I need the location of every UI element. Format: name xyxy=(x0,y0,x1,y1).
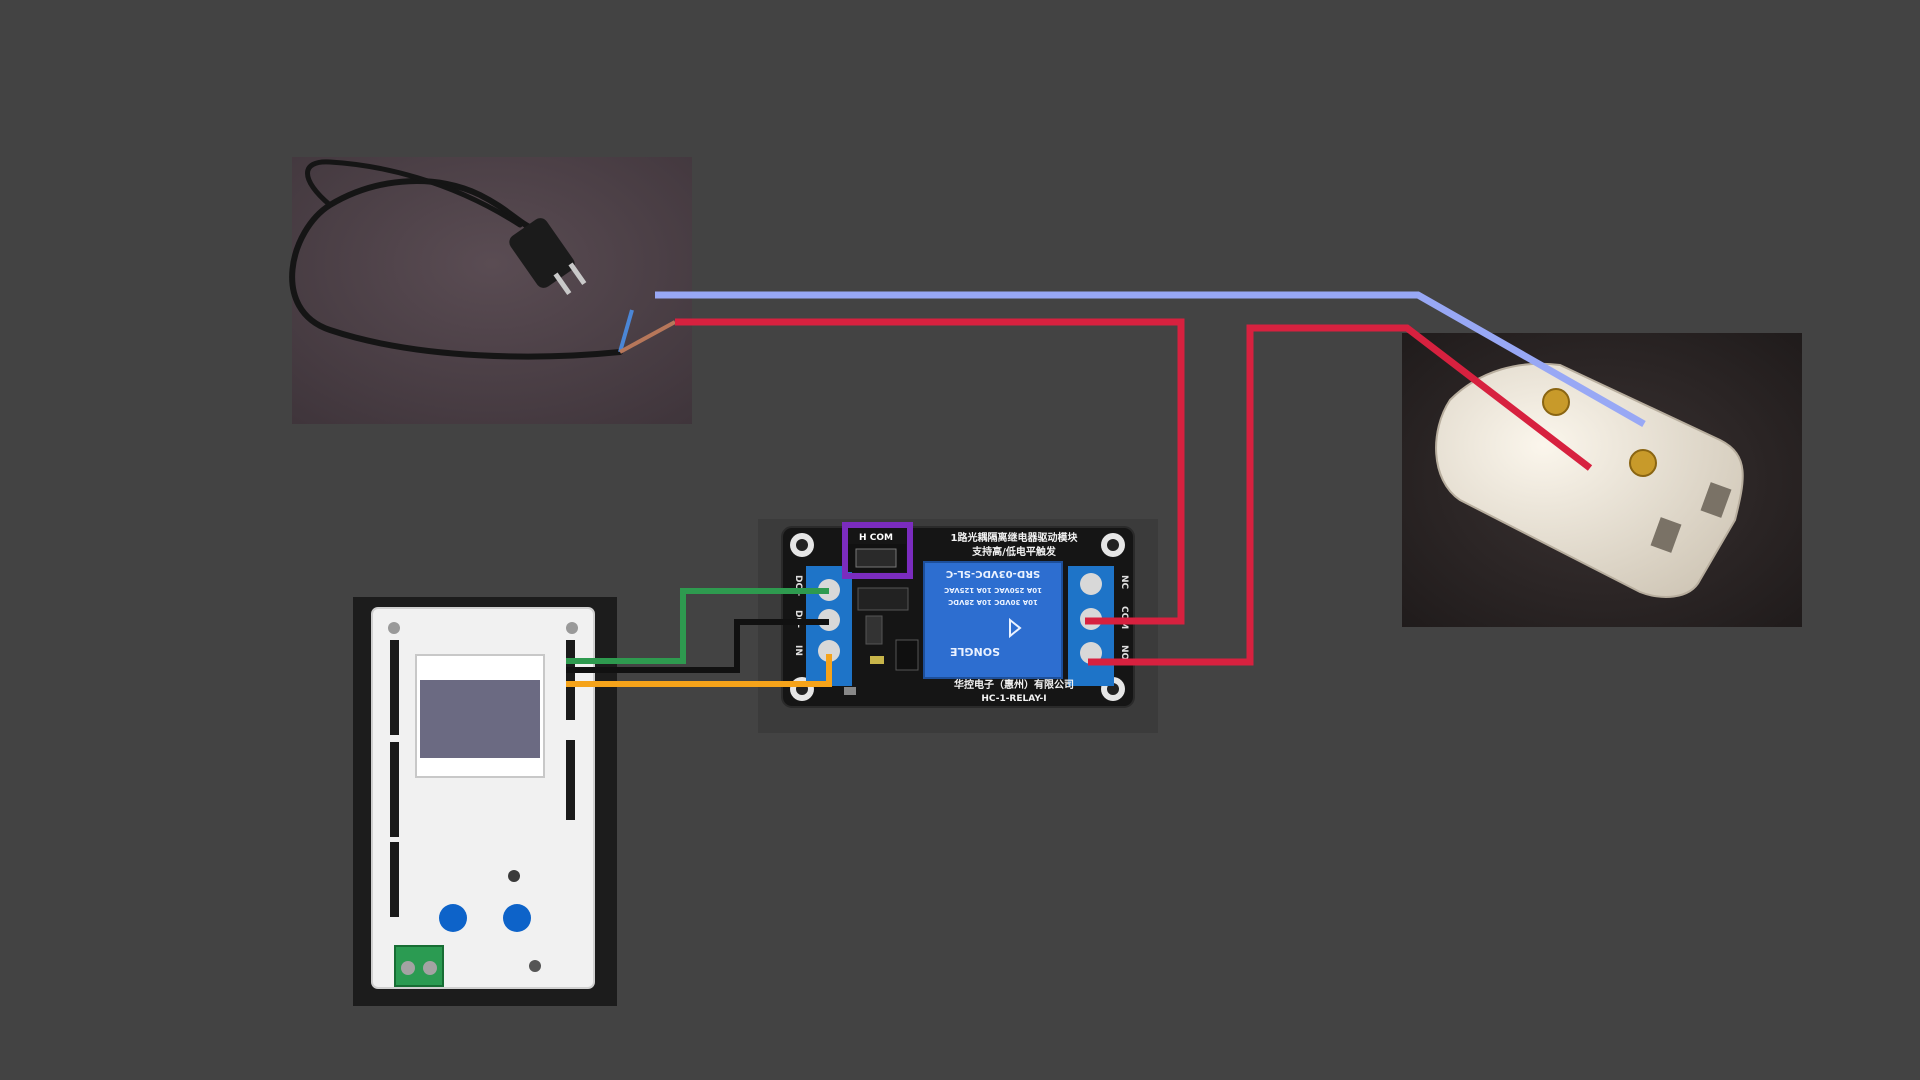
power-wire xyxy=(566,654,832,687)
module-name-label: HC-1-RELAY-I xyxy=(981,694,1046,704)
pin-label-dc-plus: DC+ xyxy=(793,575,803,597)
ce-mark-icon xyxy=(1009,617,1022,639)
relay-body: SRD-03VDC-SL-C 10A 250VAC 10A 125VAC 10A… xyxy=(923,561,1063,679)
screw-icon xyxy=(1629,449,1657,477)
relay-rating-1: 10A 250VAC 10A 125VAC xyxy=(944,586,1042,594)
jumper-label: H COM xyxy=(859,533,893,543)
screw-icon xyxy=(1542,388,1570,416)
plug-icon xyxy=(509,218,587,295)
pin-label-in: IN xyxy=(793,645,803,656)
power-cord-photo xyxy=(289,157,692,424)
pin-label-no: NO xyxy=(1119,645,1129,661)
signal-wire xyxy=(566,588,829,664)
neutral-wire xyxy=(655,291,1646,428)
socket-photo xyxy=(1402,333,1802,627)
ground-wire xyxy=(566,619,829,673)
relay-brand: SONGLE xyxy=(950,645,1000,658)
button-a[interactable] xyxy=(439,904,467,932)
relay-module: DC+ DC- IN NC COM NO SRD-03VDC-SL-C 10A … xyxy=(758,519,1158,733)
jumper-header: H COM xyxy=(846,533,906,572)
relay-model: SRD-03VDC-SL-C xyxy=(946,568,1040,579)
button-b[interactable] xyxy=(503,904,531,932)
pin-header-right xyxy=(566,640,575,820)
wires xyxy=(566,291,1646,687)
module-title-line2: 支持高/低电平触发 xyxy=(971,545,1057,558)
pin-label-nc: NC xyxy=(1119,575,1129,590)
controller-board-photo xyxy=(353,597,617,1006)
live-wire-to-com xyxy=(675,318,1185,625)
module-title-line1: 1路光耦隔离继电器驱动模块 xyxy=(951,531,1079,544)
jumper-highlight-box xyxy=(842,522,913,579)
live-wire-no-to-socket xyxy=(1088,324,1593,666)
relay-rating-2: 10A 30VDC 10A 28VDC xyxy=(948,598,1038,606)
output-terminal: NC COM NO xyxy=(1068,566,1129,686)
pin-header-left xyxy=(390,640,399,917)
company-label: 华控电子（惠州）有限公司 xyxy=(954,678,1074,691)
